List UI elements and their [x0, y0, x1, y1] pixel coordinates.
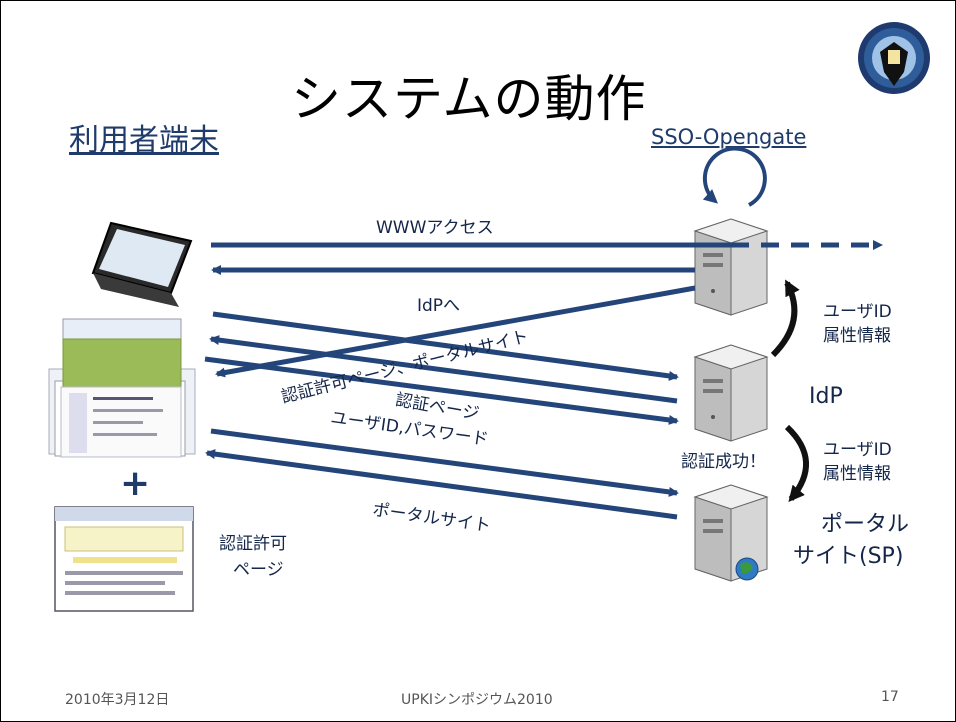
browser-window-stack — [48, 318, 196, 458]
portal-sp-label-line2: サイト(SP) — [793, 544, 904, 569]
auth-page-arrow — [209, 335, 678, 404]
attr-bottom-label-line1: ユーザID — [823, 440, 892, 460]
auth-permit-page-thumbnail — [54, 506, 194, 612]
idp-to-browser-arrow — [215, 285, 696, 378]
attr-top-label-line2: 属性情報 — [823, 326, 891, 346]
www-access-label: WWWアクセス — [376, 218, 494, 238]
user-terminal-heading: 利用者端末 — [69, 123, 219, 158]
idp-server-icon — [693, 344, 769, 442]
plus-sign: + — [120, 463, 151, 504]
portal-sp-server-icon — [693, 484, 769, 582]
auth-permit-label-line2: ページ — [233, 560, 284, 580]
sso-loop-arrow — [702, 146, 767, 207]
attr-bottom-label-line2: 属性情報 — [823, 464, 891, 484]
idp-label: IdP — [809, 384, 843, 409]
footer-date: 2010年3月12日 — [65, 692, 170, 708]
to-idp-label: IdPへ — [417, 296, 461, 316]
slide-title: システムの動作 — [291, 70, 647, 128]
auth-success-label: 認証成功！ — [681, 452, 766, 472]
laptop-icon — [91, 221, 193, 307]
footer-event: UPKIシンポジウム2010 — [401, 692, 553, 708]
sso-opengate-server-icon — [693, 218, 769, 316]
auth-permit-label-line1: 認証許可 — [219, 534, 287, 554]
portal-request-arrow — [210, 428, 679, 497]
portal-sp-label-line1: ポータル — [821, 512, 910, 537]
idp-request-arrow — [212, 311, 679, 381]
sso-opengate-label: SSO-Opengate — [651, 125, 807, 149]
portal-response-arrow — [205, 449, 678, 520]
credentials-arrow — [204, 356, 679, 425]
idp-to-sso-curved-arrow — [770, 279, 800, 358]
idp-to-sp-curved-arrow — [784, 424, 809, 503]
footer-page-number: 17 — [881, 689, 899, 705]
attr-top-label-line1: ユーザID — [823, 302, 892, 322]
